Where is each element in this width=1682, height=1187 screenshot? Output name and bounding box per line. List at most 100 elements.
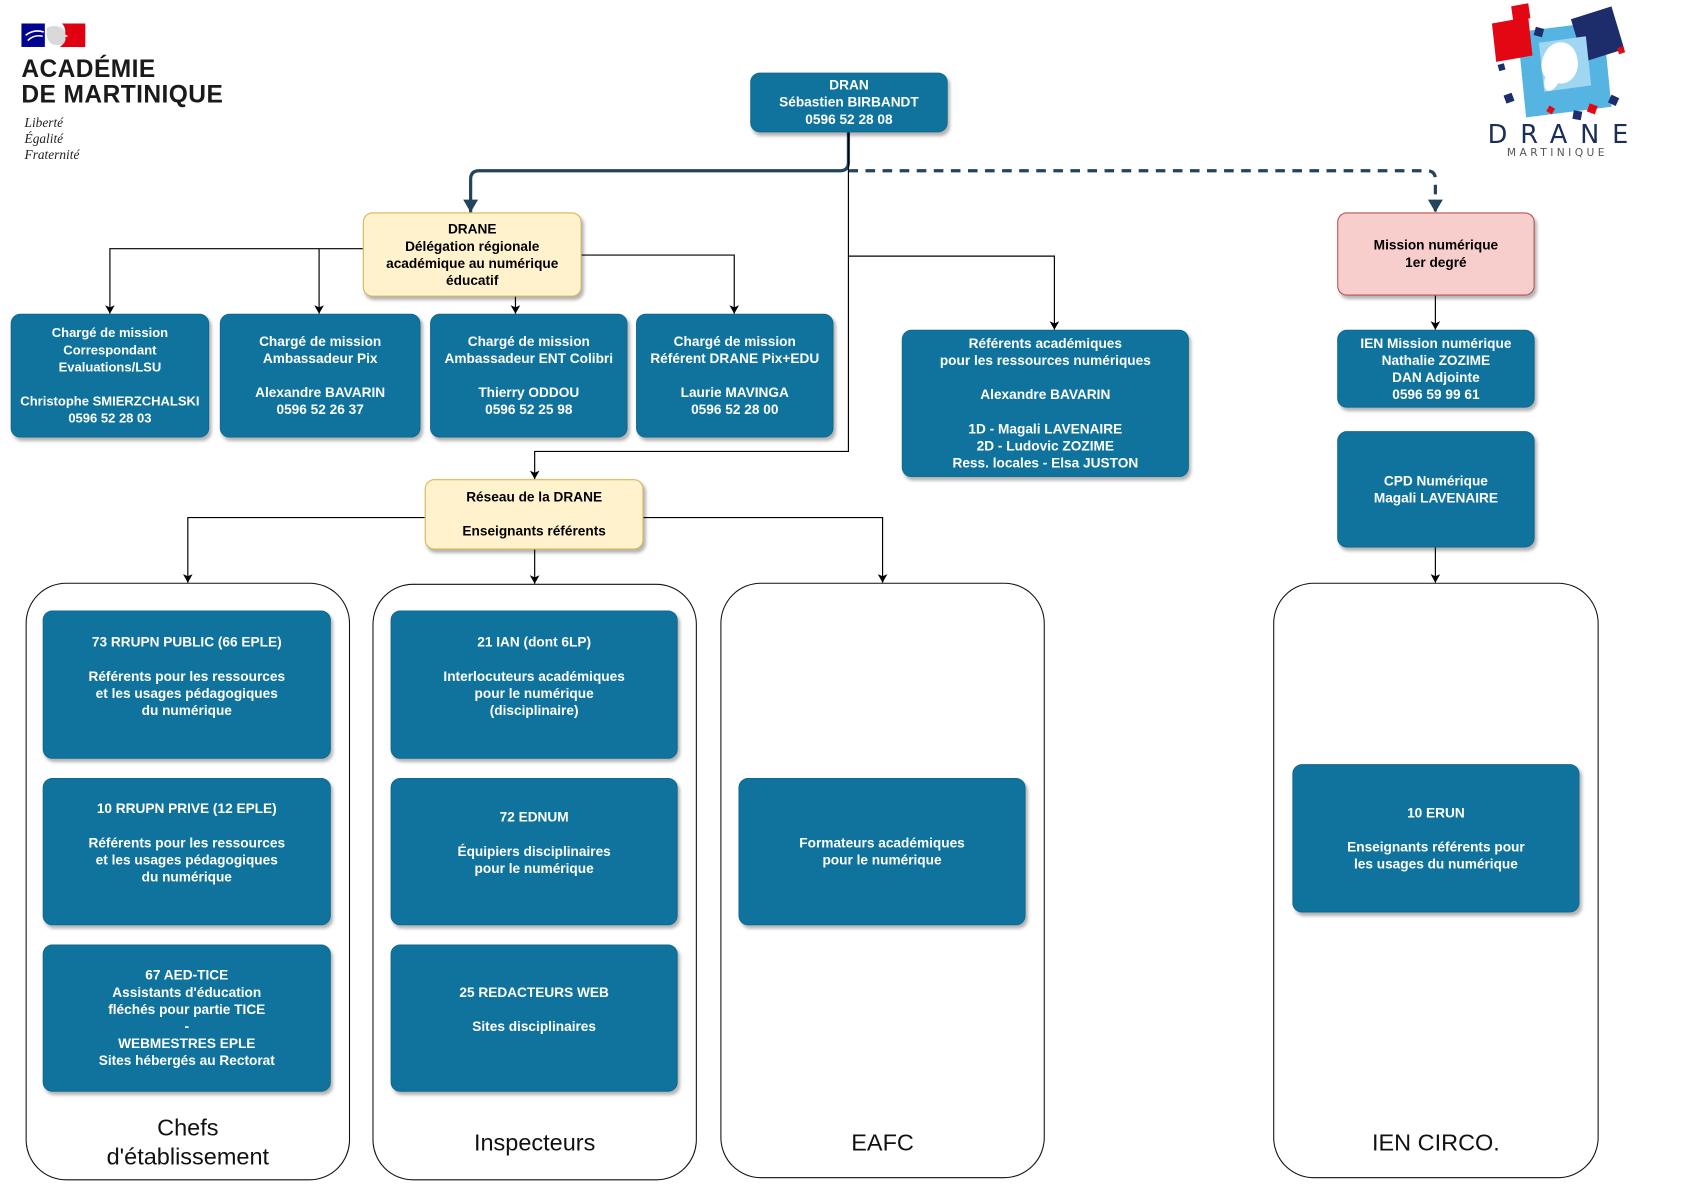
text-line: 25 REDACTEURS WEB xyxy=(459,983,609,1000)
text-line: Chargé de mission xyxy=(467,332,590,349)
text-line: 0596 52 28 03 xyxy=(68,410,152,426)
text-group: 10 RRUPN PRIVE (12 EPLE) xyxy=(97,800,277,817)
text-line: Référents académiques xyxy=(968,335,1122,352)
drane-logo-icon xyxy=(1491,3,1626,121)
text-line: pour le numérique xyxy=(474,860,594,877)
motto-line: Liberté xyxy=(24,115,64,131)
text-line: Équipiers disciplinaires xyxy=(457,843,611,860)
text-line: académique au numérique xyxy=(386,254,559,271)
connector-reseau-to-eafc xyxy=(643,517,888,583)
motto-line: Fraternité xyxy=(24,147,80,163)
container-label: EAFC xyxy=(721,1107,1043,1177)
text-group: 73 RRUPN PUBLIC (66 EPLE) xyxy=(92,633,282,650)
text-line: CPD Numérique xyxy=(1383,472,1488,489)
text-group: Réseau de la DRANE xyxy=(466,489,602,506)
text-line: Christophe SMIERZCHALSKI xyxy=(20,393,200,409)
text-line: Sites disciplinaires xyxy=(472,1018,596,1035)
text-line: 67 AED-TICE xyxy=(145,966,229,983)
text-line: Ress. locales - Elsa JUSTON xyxy=(952,454,1139,471)
text-line: 0596 59 99 61 xyxy=(1392,385,1480,402)
text-line: Référents pour les ressources xyxy=(88,667,286,684)
text-line: 73 RRUPN PUBLIC (66 EPLE) xyxy=(91,633,282,650)
text-line: Référents pour les ressources xyxy=(88,834,286,851)
text-line: Sites hébergés au Rectorat xyxy=(98,1052,275,1069)
drane-logo-subtitle: MARTINIQUE xyxy=(1506,147,1608,160)
motto-line: Égalité xyxy=(24,131,64,147)
text-group: 25 REDACTEURS WEB xyxy=(459,984,608,1001)
container-label-text: EAFC xyxy=(851,1128,914,1156)
text-line: IEN Mission numérique xyxy=(1360,334,1512,351)
text-line: - xyxy=(184,1018,190,1035)
text-line: Délégation régionale xyxy=(405,237,540,254)
text-line: 0596 52 26 37 xyxy=(276,401,364,418)
text-group: Sites disciplinaires xyxy=(472,1018,596,1035)
text-line: pour le numérique xyxy=(822,851,942,868)
text-line: WEBMESTRES EPLE xyxy=(118,1035,256,1052)
text-line: Sébastien BIRBANDT xyxy=(779,93,919,110)
text-line: 1er degré xyxy=(1405,253,1467,271)
text-line: Ambassadeur ENT Colibri xyxy=(444,350,614,367)
text-line: Enseignants référents pour xyxy=(1347,838,1525,855)
text-line: du numérique xyxy=(141,868,232,885)
text-group: Enseignants référents xyxy=(462,523,605,540)
text-line: Formateurs académiques xyxy=(799,834,965,851)
text-group: 10 ERUN xyxy=(1407,804,1465,821)
academie-name-line: DE MARTINIQUE xyxy=(21,80,224,108)
marianne-icon xyxy=(21,23,86,47)
text-group: 72 EDNUM xyxy=(500,809,569,826)
text-line: 72 EDNUM xyxy=(499,808,569,825)
drane-logo-word: DRANE xyxy=(1487,119,1642,150)
text-line: les usages du numérique xyxy=(1353,855,1518,872)
text-line: Chargé de mission xyxy=(673,332,796,349)
academie-name-line: ACADÉMIE xyxy=(21,54,156,83)
academie-logo: ACADÉMIE DE MARTINIQUE Liberté Égalité F… xyxy=(21,23,223,163)
container-label-text: IEN CIRCO. xyxy=(1371,1128,1500,1156)
connector-dran-to-drane xyxy=(463,132,851,213)
text-line: du numérique xyxy=(141,701,232,718)
text-group: 21 IAN (dont 6LP) xyxy=(477,633,591,650)
text-line: 10 RRUPN PRIVE (12 EPLE) xyxy=(96,800,277,817)
text-line: Alexandre BAVARIN xyxy=(255,384,386,401)
text-line: Mission numérique xyxy=(1373,236,1499,253)
text-line: 2D - Ludovic ZOZIME xyxy=(976,437,1114,454)
text-line: éducatif xyxy=(446,271,499,288)
text-line: Chargé de mission xyxy=(51,325,169,341)
text-line: DRAN xyxy=(829,76,869,93)
text-line: Nathalie ZOZIME xyxy=(1381,351,1491,368)
connector-drane-to-charge-lsu xyxy=(105,248,363,314)
text-line: 0596 52 25 98 xyxy=(485,401,573,418)
connector-dran-to-referents xyxy=(848,255,1060,330)
text-line: DAN Adjointe xyxy=(1392,368,1480,385)
text-line: DRANE xyxy=(447,220,497,237)
connector-reseau-to-chefs xyxy=(183,517,425,583)
text-line: Assistants d'éducation xyxy=(112,983,262,1000)
container-label: Chefs d'établissement xyxy=(27,1107,349,1177)
container-label-text: Inspecteurs xyxy=(473,1128,596,1156)
